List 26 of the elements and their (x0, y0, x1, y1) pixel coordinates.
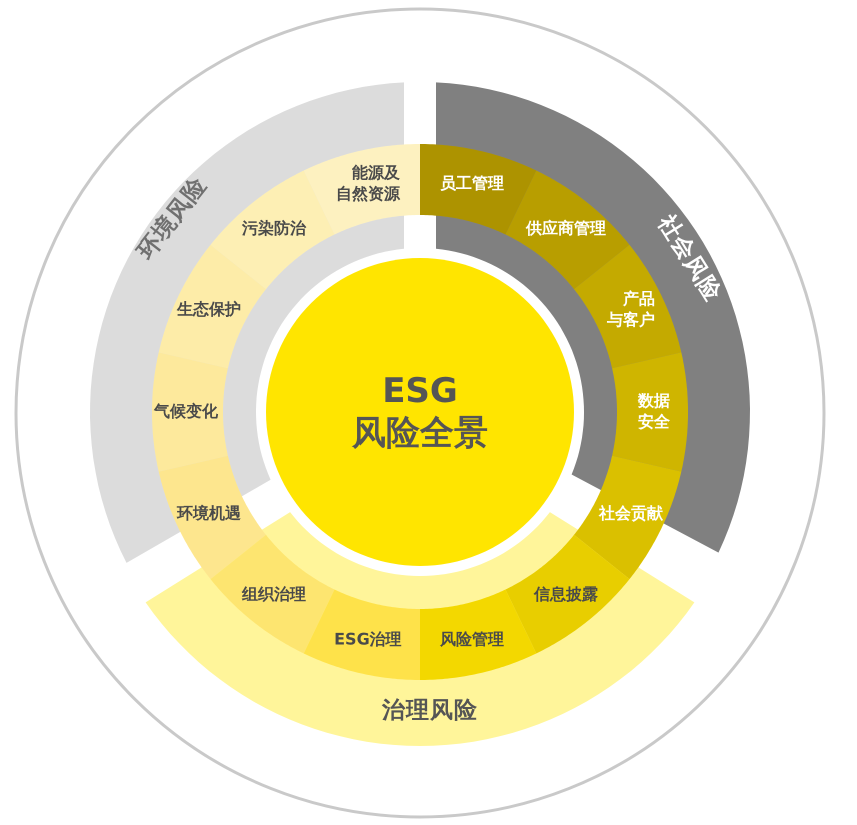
segment-label: 风险管理 (440, 630, 504, 651)
segment-label: 污染防治 (242, 218, 306, 240)
center-title: ESG 风险全景 (350, 370, 489, 454)
ring-segment (152, 352, 228, 472)
segment-label: 信息披露 (534, 584, 598, 606)
segment-label: 社会贡献 (598, 503, 663, 524)
ring-segment (612, 352, 688, 472)
category-label: 治理风险 (382, 696, 478, 726)
ring-segment (210, 170, 335, 290)
segment-label: 员工管理 (440, 173, 504, 194)
segment-label: ESG治理 (334, 630, 402, 651)
segment-label: 能源及自然资源 (336, 163, 400, 205)
category-label: 环境风险 (132, 171, 214, 266)
segment-label: 组织治理 (242, 584, 306, 606)
segment-label: 生态保护 (177, 300, 242, 321)
segment-label: 产品与客户 (606, 290, 655, 332)
ring-segment (505, 170, 630, 290)
category-label: 社会风险 (653, 210, 728, 306)
ring-segment (210, 534, 335, 654)
segment-label: 气候变化 (154, 402, 218, 422)
segment-label: 环境机遇 (177, 503, 242, 524)
ring-segment (158, 455, 266, 580)
segment-label: 数据安全 (638, 391, 670, 433)
segment-label: 供应商管理 (526, 218, 606, 240)
ring-segment (505, 534, 630, 654)
ring-segment (574, 455, 682, 580)
